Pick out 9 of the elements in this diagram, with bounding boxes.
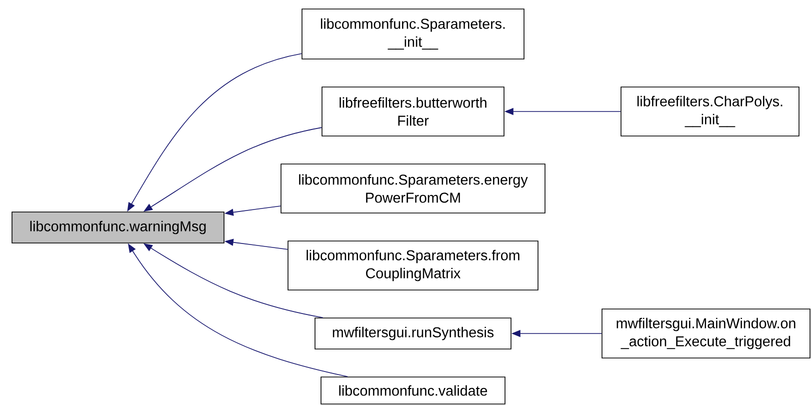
function-box: mwfiltersgui.MainWindow.on _action_Execute_triggered [602,308,810,358]
function-box: libfreefilters.CharPolys. __init__ [620,86,800,136]
function-box: mwfiltersgui.runSynthesis [314,318,512,350]
function-box: libcommonfunc.warningMsg [12,212,224,244]
function-box: libcommonfunc.validate [320,376,506,404]
function-box: libcommonfunc.Sparameters.energy PowerFromCM [280,164,546,214]
function-box: libcommonfunc.Sparameters. __init__ [302,8,524,60]
function-box: libcommonfunc.Sparameters.from CouplingMatrix [288,240,538,290]
function-box: libfreefilters.butterworth Filter [322,86,504,136]
